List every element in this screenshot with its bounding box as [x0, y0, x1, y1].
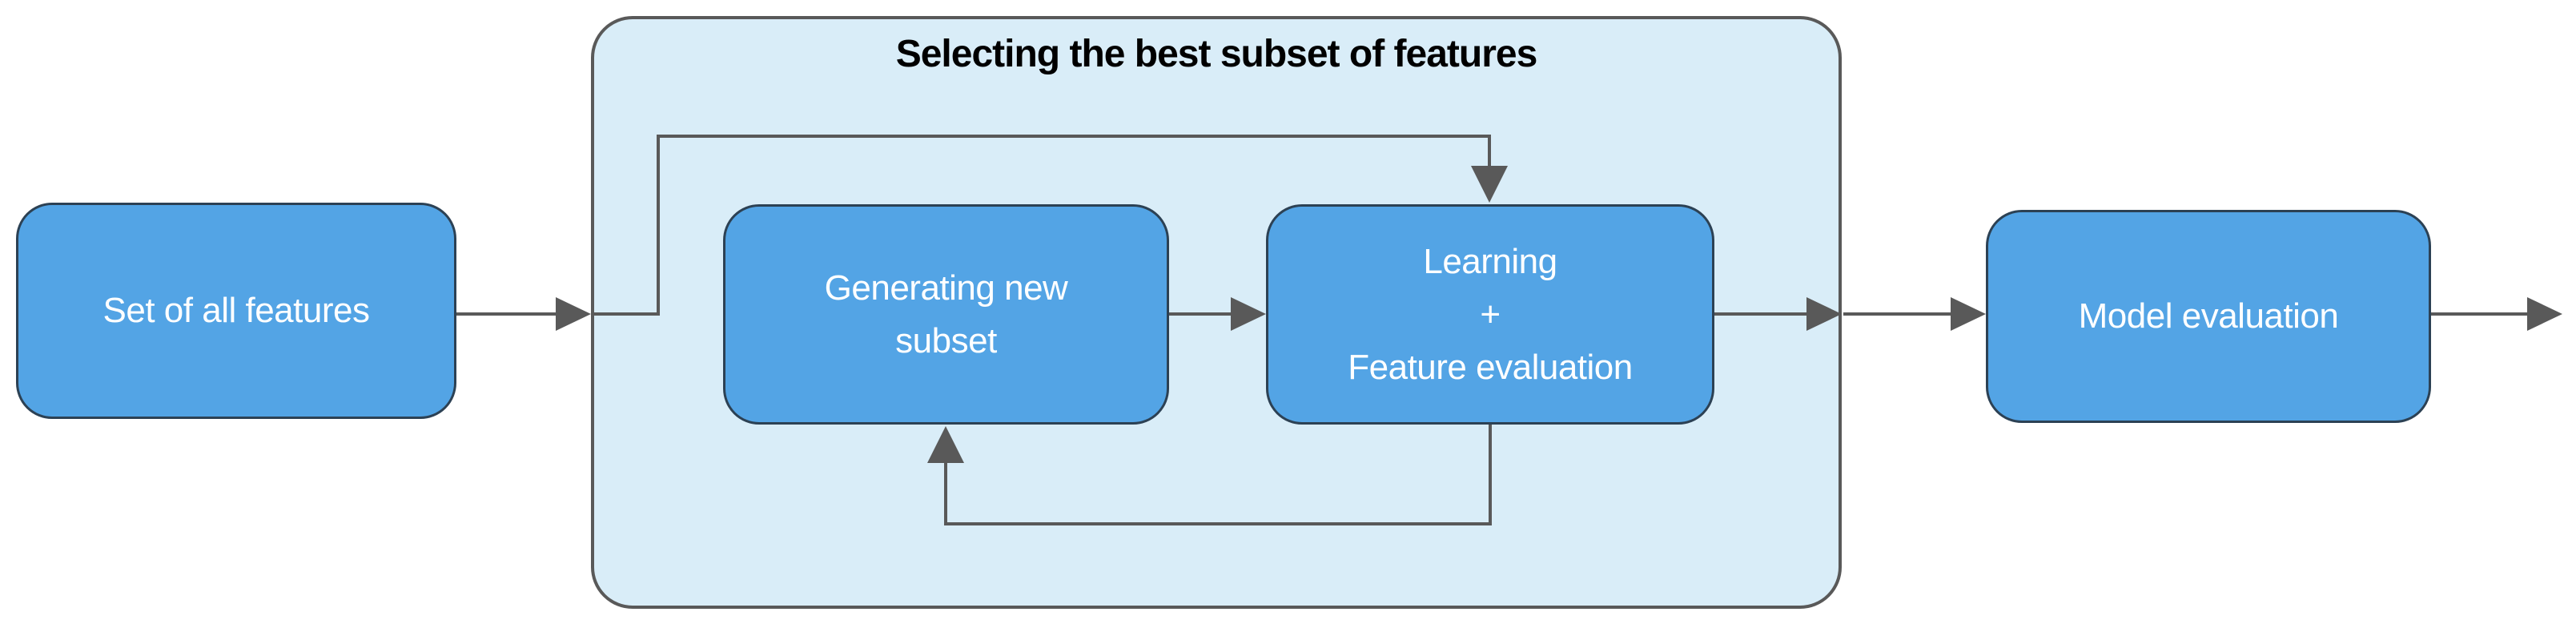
node-label: Model evaluation [2078, 296, 2339, 336]
node-label-line: Learning [1423, 241, 1557, 281]
arrow-set-to-container [456, 297, 591, 331]
node-set-of-all-features: Set of all features [16, 203, 456, 419]
node-label: Set of all features [102, 291, 370, 330]
node-label-line: subset [895, 320, 997, 360]
arrow-model-to-output [2431, 297, 2562, 331]
selection-container-title: Selecting the best subset of features [895, 33, 1538, 75]
node-model-evaluation: Model evaluation [1986, 210, 2431, 423]
node-label-line: Generating new [824, 268, 1068, 308]
node-learning-feature-evaluation: Learning + Feature evaluation [1266, 204, 1714, 425]
arrow-container-to-model [1843, 297, 1986, 331]
node-label-line: Feature evaluation [1348, 347, 1633, 387]
node-generating-new-subset: Generating new subset [723, 204, 1169, 425]
node-label-line: + [1480, 294, 1501, 334]
